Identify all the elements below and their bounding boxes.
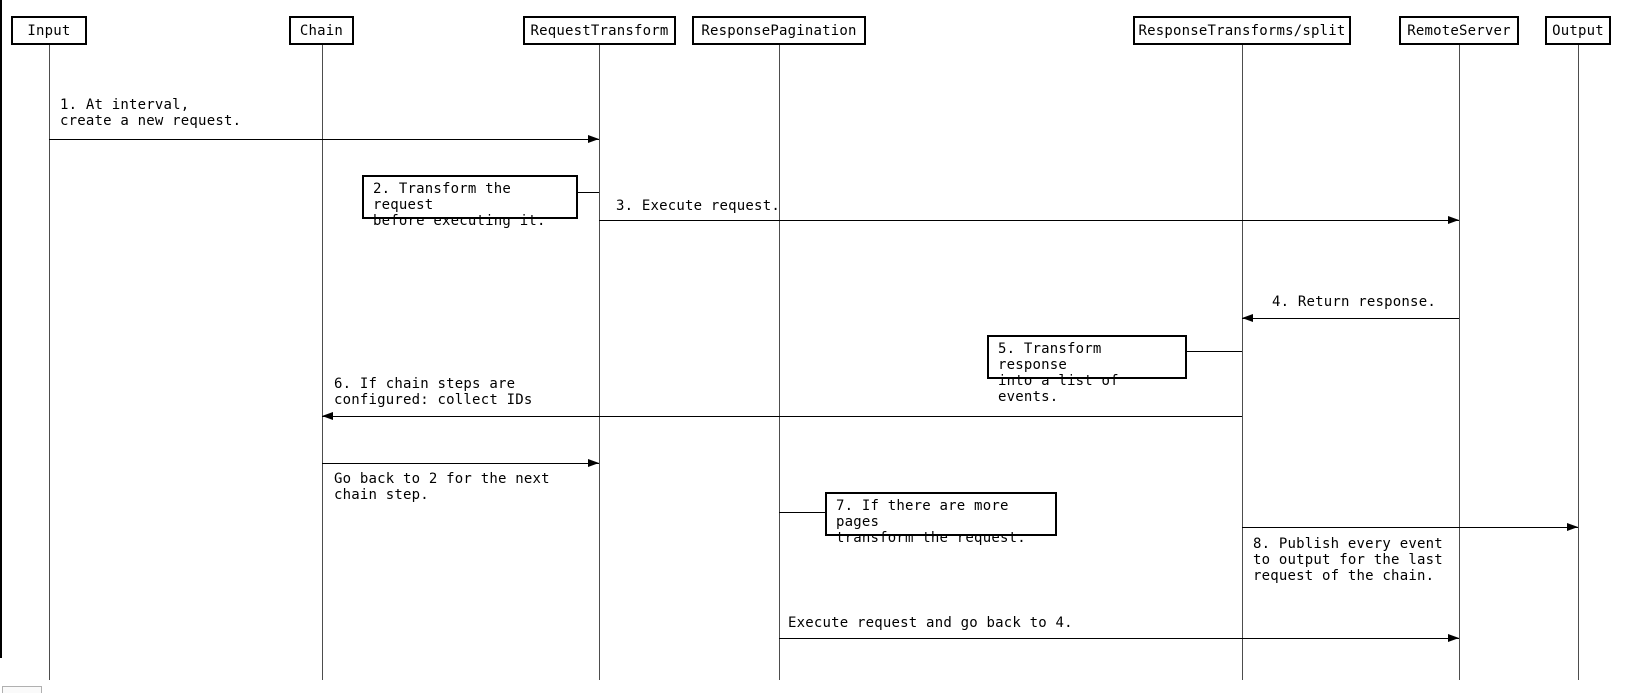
message-2-arrowhead: [1448, 216, 1459, 224]
actor-label-chain: Chain: [299, 22, 344, 39]
actor-label-input: Input: [27, 22, 71, 39]
message-4-line: [322, 416, 1242, 417]
lifeline-output: [1578, 44, 1579, 680]
actor-label-output: Output: [1552, 22, 1604, 39]
actor-box-chain: Chain: [289, 16, 354, 45]
window-left-edge-line: [0, 0, 2, 658]
actor-label-responsepagination: ResponsePagination: [701, 22, 857, 39]
lifeline-remoteserver: [1459, 44, 1460, 680]
actor-label-remoteserver: RemoteServer: [1407, 22, 1511, 39]
lifeline-chain: [322, 44, 323, 680]
lifeline-responsetransforms-split: [1242, 44, 1243, 680]
message-3-label: 4. Return response.: [1272, 294, 1436, 310]
actor-box-remoteserver: RemoteServer: [1399, 16, 1519, 45]
message-5-arrowhead: [588, 459, 599, 467]
bottom-left-ui-fragment: [2, 686, 42, 693]
lifeline-input: [49, 44, 50, 680]
note-2-box: 5. Transform response into a list of eve…: [987, 335, 1187, 405]
actor-label-responsetransforms-split: ResponseTransforms/split: [1138, 22, 1346, 39]
message-1-label: 1. At interval, create a new request.: [60, 97, 242, 129]
message-2-line: [599, 220, 1459, 221]
note-3-box: 7. If there are more pages transform the…: [825, 492, 1057, 546]
actor-box-input: Input: [11, 16, 87, 45]
note-1-box: 2. Transform the request before executin…: [362, 175, 578, 229]
actor-box-responsetransforms-split: ResponseTransforms/split: [1133, 16, 1351, 45]
message-1-line: [49, 139, 599, 140]
note-3-connector: [779, 512, 825, 513]
message-1-arrowhead: [588, 135, 599, 143]
message-5-line: [322, 463, 599, 464]
message-7-line: [779, 638, 1459, 639]
actor-label-requesttransform: RequestTransform: [530, 22, 669, 39]
message-4-label: 6. If chain steps are configured: collec…: [334, 376, 533, 408]
message-6-line: [1242, 527, 1578, 528]
message-7-arrowhead: [1448, 634, 1459, 642]
message-7-label: Execute request and go back to 4.: [788, 615, 1073, 631]
actor-box-output: Output: [1545, 16, 1611, 45]
message-3-arrowhead: [1242, 314, 1253, 322]
note-2-connector: [1187, 351, 1242, 352]
message-6-arrowhead: [1567, 523, 1578, 531]
note-1-connector: [578, 192, 599, 193]
message-3-line: [1242, 318, 1459, 319]
actor-box-requesttransform: RequestTransform: [523, 16, 676, 45]
message-6-label: 8. Publish every event to output for the…: [1253, 536, 1443, 584]
message-5-label: Go back to 2 for the next chain step.: [334, 471, 550, 503]
lifeline-requesttransform: [599, 44, 600, 680]
actor-box-responsepagination: ResponsePagination: [692, 16, 866, 45]
lifeline-responsepagination: [779, 44, 780, 680]
message-4-arrowhead: [322, 412, 333, 420]
message-2-label: 3. Execute request.: [616, 198, 780, 214]
